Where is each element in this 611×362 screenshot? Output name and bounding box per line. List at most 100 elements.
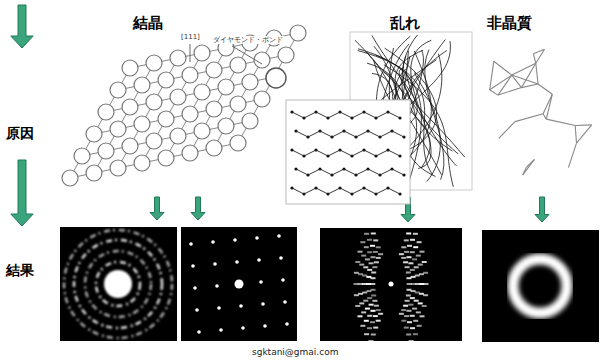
streak bbox=[376, 257, 381, 259]
bond bbox=[512, 75, 538, 84]
atom bbox=[182, 67, 198, 83]
streak bbox=[422, 305, 427, 307]
panel bbox=[286, 100, 410, 204]
streak bbox=[424, 283, 429, 285]
streak bbox=[369, 304, 374, 306]
bond bbox=[538, 84, 552, 94]
streak bbox=[412, 258, 417, 260]
atom bbox=[74, 148, 90, 164]
atom bbox=[254, 52, 270, 68]
streak bbox=[378, 253, 383, 255]
bond bbox=[523, 160, 535, 175]
atom bbox=[158, 111, 174, 127]
atom bbox=[254, 91, 270, 107]
atom bbox=[278, 47, 294, 63]
spot bbox=[241, 326, 245, 330]
streak bbox=[370, 245, 375, 247]
streak bbox=[401, 257, 406, 259]
streak bbox=[417, 325, 422, 327]
streak bbox=[361, 311, 366, 313]
atom bbox=[194, 45, 210, 61]
down-arrow bbox=[535, 197, 549, 222]
atom bbox=[158, 72, 174, 88]
streak bbox=[410, 269, 415, 271]
streak bbox=[361, 255, 366, 257]
streak bbox=[371, 272, 376, 274]
spot bbox=[197, 330, 201, 334]
streak bbox=[406, 295, 411, 297]
atom bbox=[134, 155, 150, 171]
atom bbox=[194, 84, 210, 100]
streak bbox=[401, 320, 406, 322]
green-arrows bbox=[11, 5, 549, 226]
atom bbox=[62, 170, 78, 186]
bond bbox=[546, 94, 552, 119]
streak bbox=[371, 256, 376, 258]
spot bbox=[233, 238, 237, 242]
streak bbox=[358, 315, 363, 317]
streak bbox=[399, 313, 404, 315]
streak bbox=[416, 255, 421, 257]
spot bbox=[191, 264, 195, 268]
streak bbox=[410, 251, 415, 253]
streak bbox=[355, 261, 360, 263]
streak bbox=[413, 320, 418, 322]
streak bbox=[417, 241, 422, 243]
streak bbox=[358, 251, 363, 253]
streak bbox=[418, 264, 423, 266]
column-heading: 結晶 bbox=[133, 14, 163, 32]
chain-line bbox=[292, 112, 400, 118]
streak bbox=[409, 340, 414, 342]
row-heading: 結果 bbox=[6, 262, 34, 279]
atom bbox=[230, 96, 246, 112]
streak bbox=[420, 251, 425, 253]
spot bbox=[215, 284, 219, 288]
streak bbox=[374, 261, 379, 263]
streak bbox=[410, 327, 415, 329]
bond bbox=[499, 122, 515, 139]
center-spot bbox=[104, 270, 132, 298]
streak bbox=[367, 239, 372, 241]
atom bbox=[170, 50, 186, 66]
bond bbox=[543, 114, 546, 119]
spot bbox=[283, 300, 287, 304]
atom bbox=[158, 150, 174, 166]
streak bbox=[376, 320, 381, 322]
column-heading: 乱れ bbox=[390, 14, 420, 32]
streak bbox=[360, 241, 365, 243]
atom bbox=[170, 128, 186, 144]
streak bbox=[405, 300, 410, 302]
atom bbox=[242, 113, 258, 129]
streak bbox=[359, 302, 364, 304]
streak bbox=[407, 310, 412, 312]
streak bbox=[355, 305, 360, 307]
pattern-ground bbox=[181, 227, 297, 341]
streak bbox=[354, 283, 359, 285]
streak bbox=[370, 321, 375, 323]
streak bbox=[365, 308, 370, 310]
streak bbox=[367, 297, 372, 299]
atom bbox=[122, 60, 138, 76]
spot bbox=[211, 240, 215, 244]
atom bbox=[86, 126, 102, 142]
streak bbox=[364, 233, 369, 235]
atom bbox=[206, 62, 222, 78]
streak bbox=[374, 305, 379, 307]
row-heading: 原因 bbox=[6, 125, 34, 142]
atom bbox=[182, 106, 198, 122]
bond bbox=[575, 124, 592, 126]
atom bbox=[170, 89, 186, 105]
pattern-ground bbox=[482, 230, 599, 342]
diffraction-patterns bbox=[60, 226, 599, 343]
streak bbox=[423, 294, 428, 296]
bond bbox=[498, 75, 512, 95]
streak bbox=[378, 313, 383, 315]
bond bbox=[512, 63, 536, 75]
streak bbox=[365, 258, 370, 260]
chain-line bbox=[292, 150, 400, 156]
atom bbox=[122, 138, 138, 154]
amorphous-network bbox=[490, 49, 592, 175]
leader-line bbox=[190, 44, 191, 62]
streak bbox=[404, 251, 409, 253]
